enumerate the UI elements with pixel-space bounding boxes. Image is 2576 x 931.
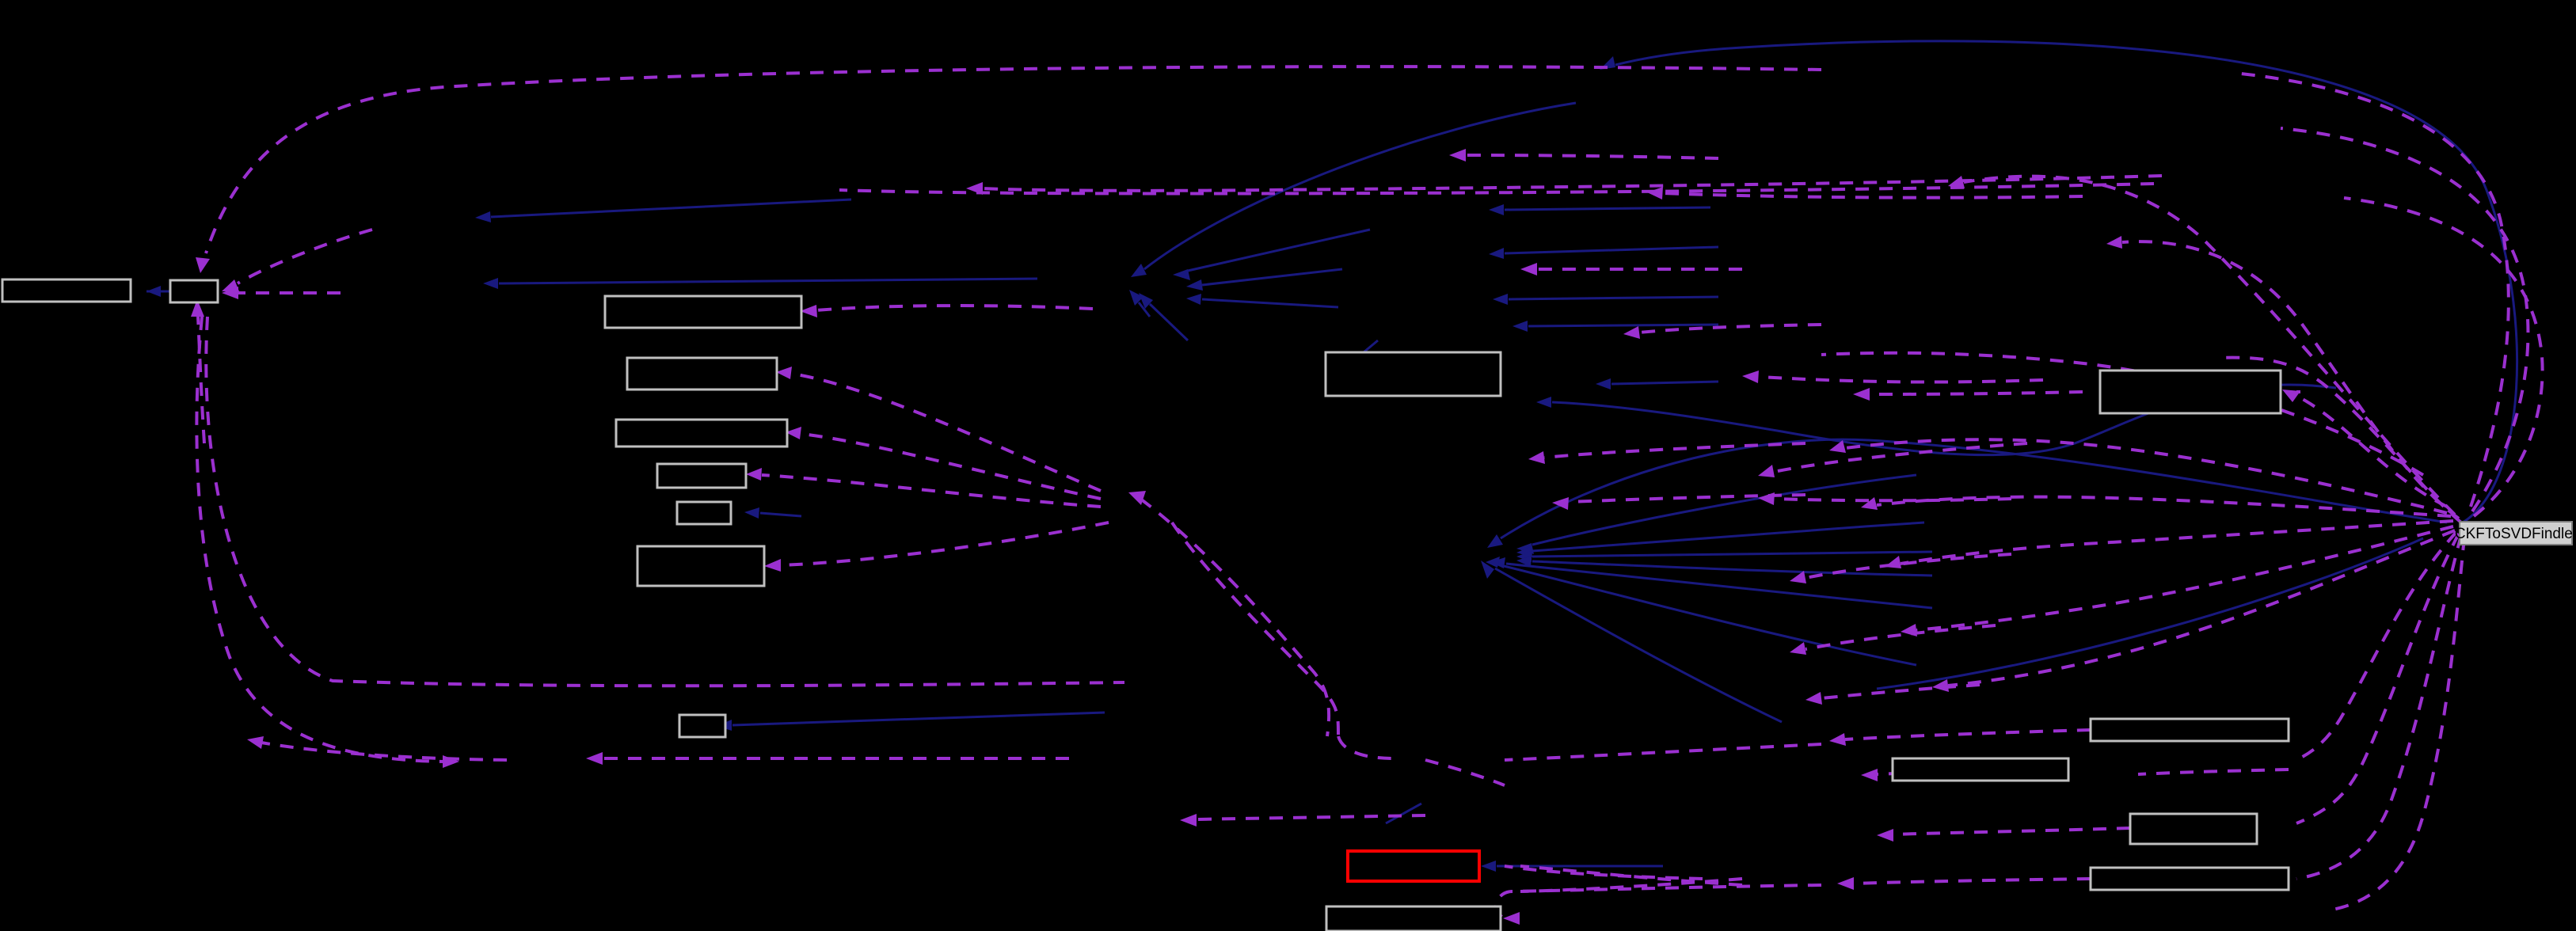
node-n02[interactable]: [603, 294, 803, 329]
node-n04[interactable]: [615, 418, 789, 448]
node-n07[interactable]: [636, 545, 766, 587]
node-n16[interactable]: [2089, 866, 2290, 891]
node-n01[interactable]: [169, 279, 219, 304]
node-ckftosvdfindlet-label: CKFToSVDFindlet: [2455, 526, 2576, 542]
node-n10[interactable]: [1346, 849, 1481, 883]
node-group: CKFToSVDFindlet: [1, 278, 2576, 931]
node-n11[interactable]: [1325, 905, 1502, 931]
node-n06[interactable]: [675, 500, 732, 526]
node-n13[interactable]: [2089, 717, 2290, 743]
node-ckftosvdfindlet[interactable]: CKFToSVDFindlet: [2455, 521, 2576, 545]
node-n08[interactable]: [678, 713, 727, 739]
node-n15[interactable]: [2129, 812, 2258, 846]
node-n05[interactable]: [656, 462, 748, 489]
dashed-edge-group: [191, 65, 2544, 925]
node-n03[interactable]: [626, 356, 778, 391]
solid-edge-group: [146, 40, 2518, 872]
node-n09[interactable]: [1324, 351, 1502, 397]
node-n12[interactable]: [2098, 369, 2282, 415]
node-n00[interactable]: [1, 278, 132, 303]
node-n14[interactable]: [1891, 757, 2070, 782]
